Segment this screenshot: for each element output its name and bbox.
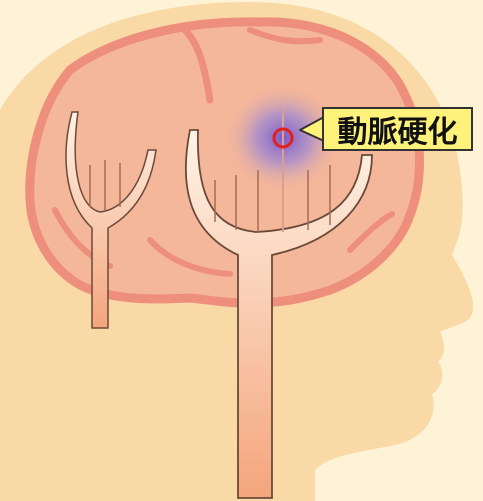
callout-text: 動脈硬化 [338, 107, 458, 151]
callout-label: 動脈硬化 [322, 107, 473, 151]
